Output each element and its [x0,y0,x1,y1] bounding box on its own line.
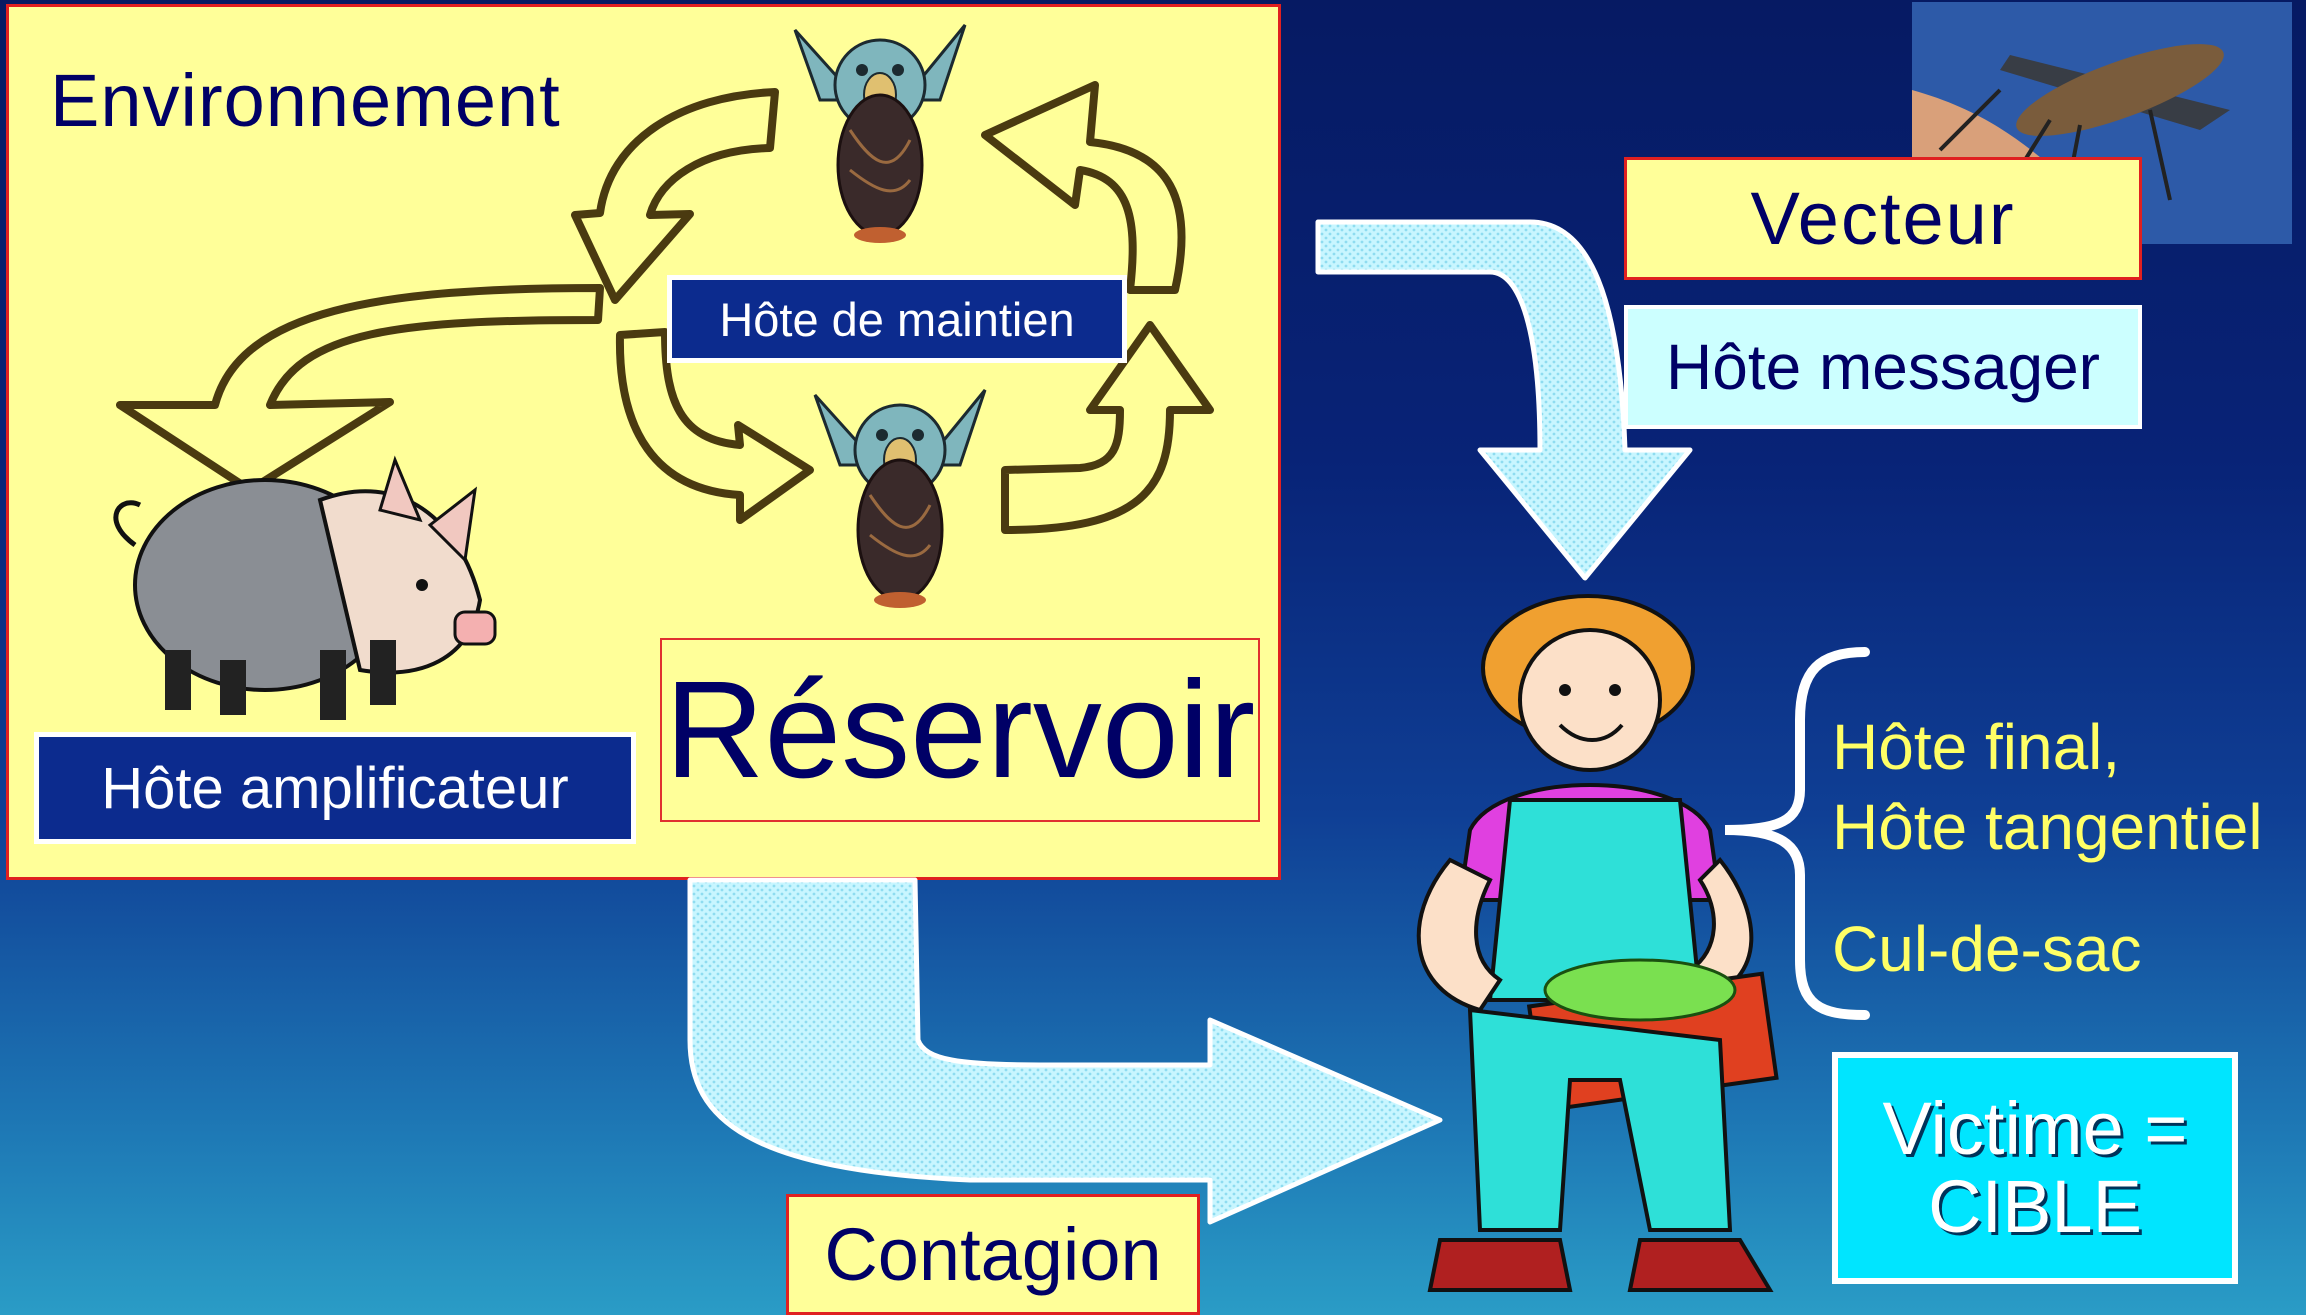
curly-brace [1724,647,1870,1020]
final-host-label: Hôte final, [1832,711,2121,783]
victim-target-box: Victime = CIBLE [1832,1052,2238,1284]
contagion-label: Contagion [786,1194,1200,1315]
bat-top [793,24,967,243]
vector-arrow [1315,219,1693,581]
dead-end-label: Cul-de-sac [1832,913,2142,985]
tangential-host-label: Hôte tangentiel [1832,791,2263,863]
farmer-illustration [1416,594,1779,1292]
victim-line-1: Victime = [1882,1087,2188,1171]
environment-label: Environnement [50,59,561,142]
cycle-arrow-top-left [571,88,779,304]
arrow-to-amplifier [116,284,604,494]
cycle-arrow-bottom-right [1001,321,1214,534]
messenger-host-label: Hôte messager [1624,305,2142,429]
cycle-arrow-top-right [981,81,1186,294]
cycle-arrow-bottom-left [615,328,814,524]
amplifier-host-label: Hôte amplificateur [34,732,636,844]
victim-line-2: CIBLE [1928,1165,2142,1248]
contagion-arrow [687,877,1443,1225]
vector-label: Vecteur [1624,157,2142,280]
reservoir-title: Réservoir [660,638,1260,822]
pig-illustration [113,455,497,720]
bat-bottom [813,389,987,608]
maintenance-host-label: Hôte de maintien [667,275,1127,363]
